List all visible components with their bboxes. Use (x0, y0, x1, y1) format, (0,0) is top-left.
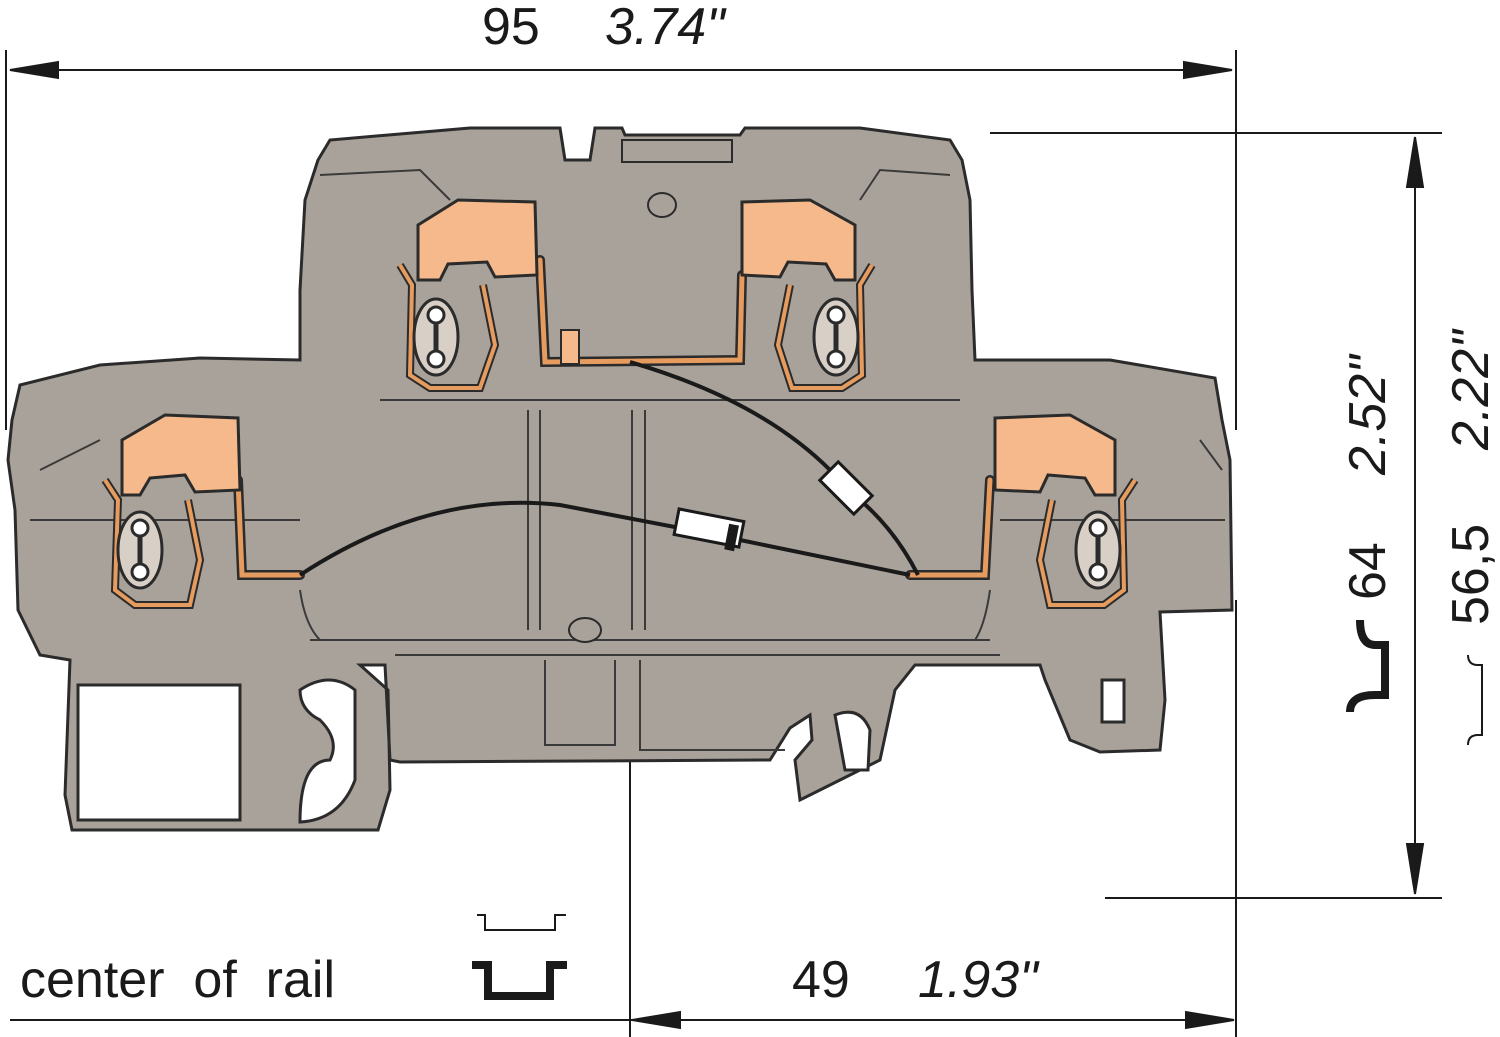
rail-offset-label: 49 1.93" (792, 951, 1040, 1009)
center-of-rail-label: center of rail (20, 951, 335, 1009)
top-hole (647, 192, 677, 218)
rail-hook-left (298, 678, 357, 824)
left-foot-window (76, 683, 242, 822)
rail-offset-mm: 49 (792, 951, 850, 1009)
width-mm: 95 (482, 0, 540, 56)
rail-hook-right (833, 710, 872, 772)
diode-1 (672, 507, 746, 552)
top-slot (621, 139, 733, 163)
height-total-inch: 2.52" (1339, 353, 1397, 476)
rail-offset-dimension (10, 755, 1235, 1037)
diode-wires (298, 360, 920, 577)
clamp-bottom-right (993, 413, 1139, 609)
width-dimension (5, 50, 1237, 1037)
center-of-rail-text: center of rail (20, 951, 335, 1009)
diode-2 (817, 459, 875, 517)
height-alt-label: 56,5 2.22" (1442, 328, 1500, 625)
center-hole (568, 617, 602, 643)
release-slot (1100, 678, 1126, 724)
height-dimension (990, 132, 1442, 899)
height-total-mm: 64 (1339, 542, 1397, 600)
rail-offset-inch: 1.93" (918, 951, 1040, 1009)
width-label: 95 3.74" (482, 0, 727, 56)
width-inch: 3.74" (605, 0, 727, 56)
height-alt-inch: 2.22" (1442, 328, 1500, 451)
rail-symbol-bottom (472, 914, 567, 1000)
height-total-label: 64 2.52" (1339, 353, 1397, 600)
rail-symbol-top-hat (1346, 619, 1483, 746)
busbars (233, 255, 995, 580)
height-alt-mm: 56,5 (1442, 524, 1500, 625)
clamp-top-left (396, 198, 539, 392)
clamp-top-right (740, 198, 876, 392)
clamp-bottom-left (101, 413, 242, 609)
